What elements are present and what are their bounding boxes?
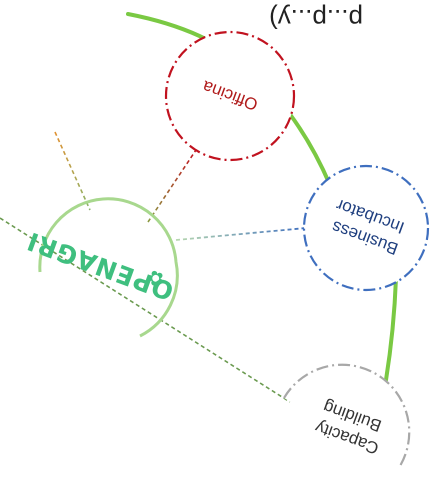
outer-arc-lower: [384, 276, 398, 382]
hub-logo-icon: ✿: [144, 264, 168, 292]
top-text-fragment: p...p...y): [269, 4, 363, 34]
connector-to-incubator: [175, 227, 307, 241]
top-text: p...p...y): [269, 4, 363, 34]
node-incubator-circle: [302, 164, 430, 292]
node-capacity-building[interactable]: Capacity Building: [283, 363, 411, 467]
node-officina[interactable]: Officina: [164, 30, 296, 162]
hub-ring: [38, 197, 179, 338]
node-capacity-arc: [283, 363, 411, 467]
connector-left-long: [0, 217, 291, 403]
node-business-incubator[interactable]: Business Incubator: [302, 164, 430, 292]
node-officina-circle: [164, 30, 296, 162]
connector-left-upper: [54, 131, 91, 211]
connector-to-officina: [147, 149, 197, 223]
